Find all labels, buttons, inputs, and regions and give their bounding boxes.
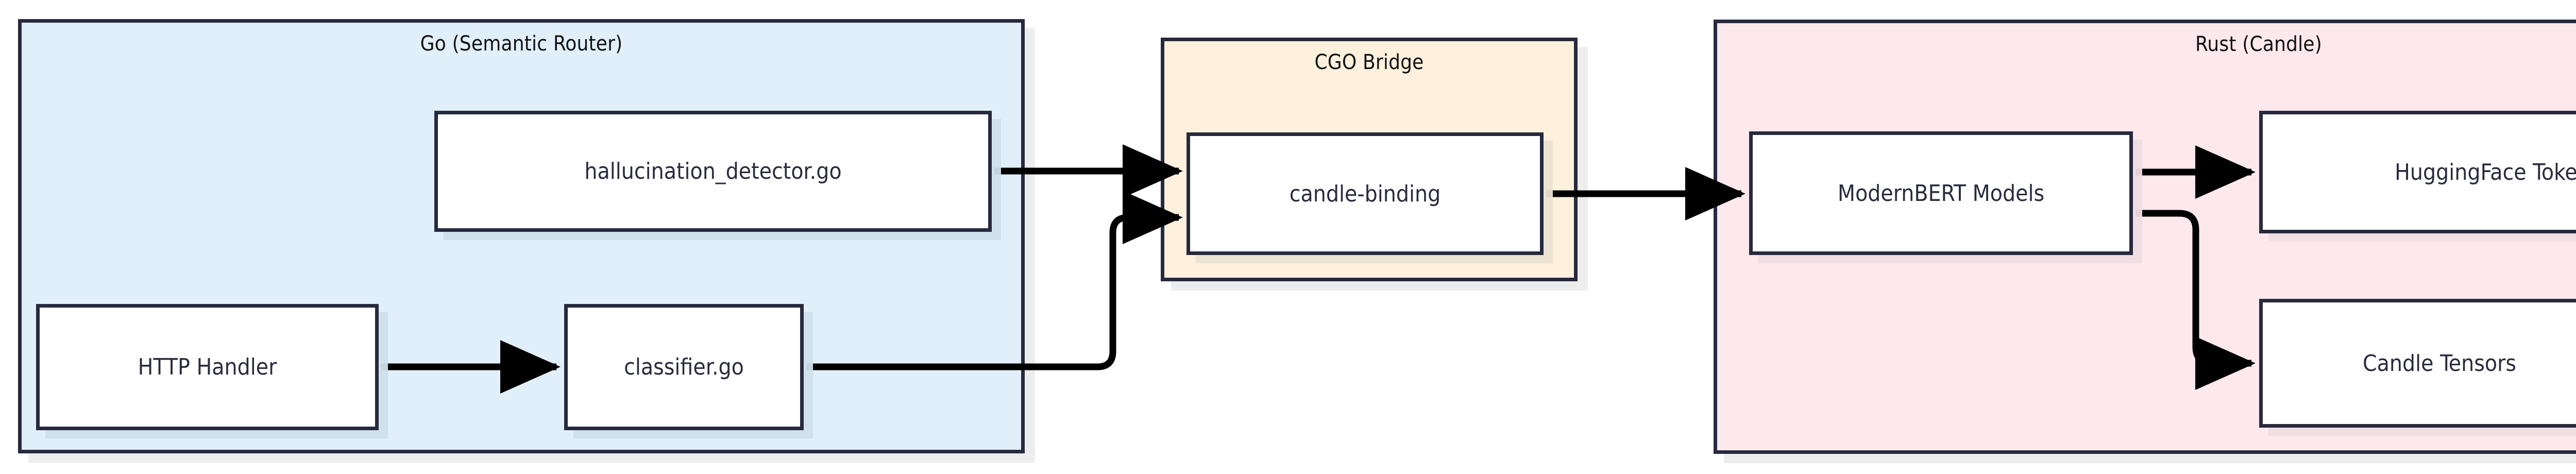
node-classifier[interactable]: classifier.go <box>564 304 804 430</box>
node-http-handler[interactable]: HTTP Handler <box>36 304 379 430</box>
cluster-rust-title: Rust (Candle) <box>2195 32 2322 56</box>
cluster-cgo-bridge-title: CGO Bridge <box>1314 50 1424 74</box>
node-candle-tensors[interactable]: Candle Tensors <box>2259 299 2576 428</box>
node-candle-binding[interactable]: candle-binding <box>1187 132 1544 255</box>
node-classifier-label: classifier.go <box>624 354 744 380</box>
node-http-handler-label: HTTP Handler <box>138 354 277 380</box>
cluster-go-title: Go (Semantic Router) <box>420 32 623 56</box>
node-candle-binding-label: candle-binding <box>1289 180 1441 207</box>
node-hallucination-detector-label: hallucination_detector.go <box>584 158 842 184</box>
node-huggingface-tokenizers[interactable]: HuggingFace Tokenizers <box>2259 111 2576 233</box>
node-modernbert-models-label: ModernBERT Models <box>1837 180 2045 207</box>
node-huggingface-tokenizers-label: HuggingFace Tokenizers <box>2395 159 2576 185</box>
node-candle-tensors-label: Candle Tensors <box>2363 350 2516 377</box>
node-modernbert-models[interactable]: ModernBERT Models <box>1749 131 2133 255</box>
node-hallucination-detector[interactable]: hallucination_detector.go <box>434 111 992 232</box>
